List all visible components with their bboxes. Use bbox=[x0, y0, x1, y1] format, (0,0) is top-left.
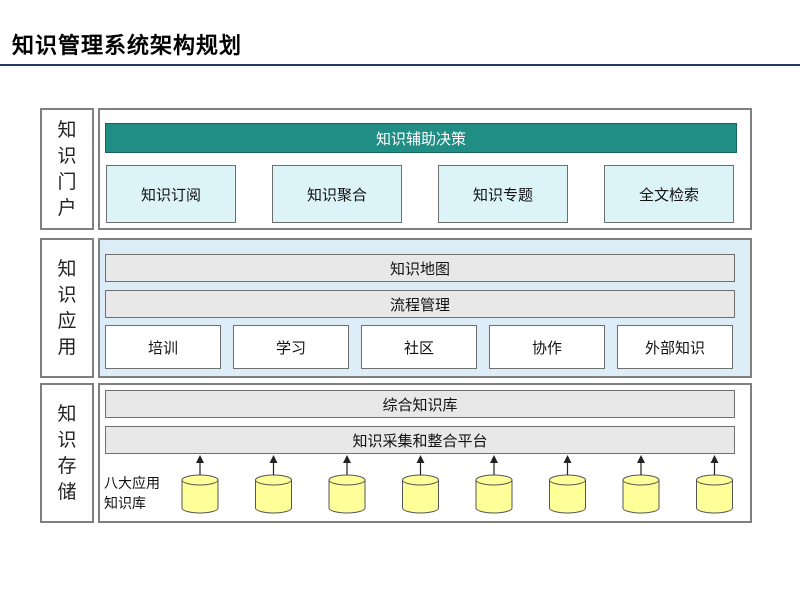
arrow-up-icon bbox=[196, 455, 204, 475]
database-cylinder-icon bbox=[549, 474, 586, 514]
arrow-up-icon bbox=[490, 455, 498, 475]
arrow-up-icon bbox=[416, 455, 425, 475]
application-item-learning: 学习 bbox=[233, 325, 349, 369]
storage-layer-label: 知 识 存 储 bbox=[40, 383, 94, 523]
collection-platform-bar: 知识采集和整合平台 bbox=[105, 426, 735, 454]
application-layer-label: 知 识 应 用 bbox=[40, 238, 94, 378]
portal-label-char: 知 bbox=[57, 119, 77, 141]
arrow-up-icon bbox=[710, 455, 719, 475]
page-title: 知识管理系统架构规划 bbox=[12, 34, 243, 59]
portal-item-topics: 知识专题 bbox=[438, 165, 568, 223]
integrated-library-bar: 综合知识库 bbox=[105, 390, 735, 418]
database-cylinder-icon bbox=[402, 474, 439, 514]
database-cylinder-icon bbox=[255, 474, 292, 514]
application-label-char: 用 bbox=[57, 336, 77, 358]
storage-label-char: 识 bbox=[57, 429, 77, 451]
storage-label-char: 存 bbox=[57, 455, 77, 477]
arrow-up-icon bbox=[637, 455, 645, 475]
portal-item-fulltext-search: 全文检索 bbox=[604, 165, 734, 223]
eight-libraries-label: 八大应用 知识库 bbox=[104, 474, 184, 514]
application-label-char: 知 bbox=[57, 258, 77, 280]
database-cylinder-icon bbox=[328, 474, 366, 514]
title-divider bbox=[0, 64, 800, 66]
database-cylinder-icon bbox=[622, 474, 660, 514]
database-cylinder-icon bbox=[696, 474, 733, 514]
process-management-bar: 流程管理 bbox=[105, 290, 735, 318]
application-item-training: 培训 bbox=[105, 325, 221, 369]
storage-label-char: 储 bbox=[57, 481, 77, 503]
portal-label-char: 户 bbox=[57, 197, 77, 219]
arrow-up-icon bbox=[269, 455, 278, 475]
application-label-char: 应 bbox=[57, 310, 77, 332]
arrow-up-icon bbox=[343, 455, 351, 475]
knowledge-map-bar: 知识地图 bbox=[105, 254, 735, 282]
portal-item-subscription: 知识订阅 bbox=[106, 165, 236, 223]
portal-layer-label: 知 识 门 户 bbox=[40, 108, 94, 230]
storage-label-char: 知 bbox=[57, 403, 77, 425]
application-item-collaboration: 协作 bbox=[489, 325, 605, 369]
portal-label-char: 门 bbox=[57, 171, 77, 193]
database-cylinder-icon bbox=[475, 474, 513, 514]
application-label-char: 识 bbox=[57, 284, 77, 306]
application-item-community: 社区 bbox=[361, 325, 477, 369]
database-cylinder-icon bbox=[181, 474, 219, 514]
decision-support-banner: 知识辅助决策 bbox=[105, 123, 737, 153]
application-item-external-knowledge: 外部知识 bbox=[617, 325, 733, 369]
libraries-label-line: 八大应用 bbox=[104, 476, 160, 492]
libraries-label-line: 知识库 bbox=[104, 496, 146, 512]
arrow-up-icon bbox=[563, 455, 572, 475]
portal-item-aggregation: 知识聚合 bbox=[272, 165, 402, 223]
portal-label-char: 识 bbox=[57, 145, 77, 167]
